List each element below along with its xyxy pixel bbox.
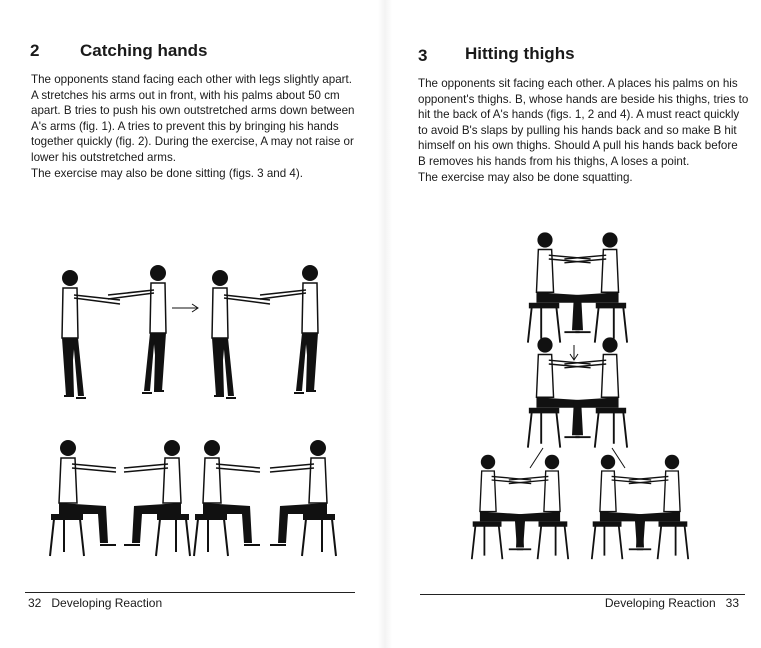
page-number: 32: [28, 596, 42, 610]
section-paragraph: The opponents sit facing each other. A p…: [418, 76, 758, 185]
text-line: The exercise may also be done squatting.: [418, 170, 633, 184]
page-footer: 32 Developing Reaction: [28, 596, 162, 610]
section-title: Hitting thighs: [465, 44, 575, 63]
page-footer: Developing Reaction 33: [605, 596, 739, 610]
text-line: The exercise may also be done sitting (f…: [31, 166, 303, 180]
arrow-icon: [172, 303, 199, 313]
text-line: together quickly (fig. 2). During the ex…: [31, 135, 354, 149]
figure-4-seated-pair: [590, 453, 690, 561]
running-title: Developing Reaction: [604, 596, 716, 610]
text-line: opponent's thighs. B, whose hands are be…: [418, 92, 749, 106]
section-number: 2: [30, 41, 40, 60]
figure-4-seated-pair: [193, 439, 337, 557]
figure-1-seated-pair: [526, 231, 629, 344]
running-title: Developing Reaction: [51, 596, 163, 610]
section-paragraph: The opponents stand facing each other wi…: [31, 72, 366, 181]
arrow-icon: [569, 345, 579, 361]
text-line: The opponents stand facing each other wi…: [31, 73, 352, 86]
figure-3-seated-pair: [49, 439, 191, 557]
text-line: B removes his hands from his thighs, A l…: [418, 154, 690, 168]
text-line: apart. B tries to push his own outstretc…: [31, 104, 355, 118]
text-line: to avoid B's slaps by pulling his hands …: [418, 123, 737, 137]
text-line: The opponents sit facing each other. A p…: [418, 77, 738, 90]
book-gutter: [378, 0, 392, 648]
text-line: A stretches his arms out in front, with …: [31, 88, 340, 102]
section-number: 3: [418, 46, 428, 65]
figure-3-seated-pair: [470, 453, 570, 561]
text-line: hit the back of A's hands (figs. 1, 2 an…: [418, 108, 740, 122]
footer-rule: [420, 594, 745, 595]
text-line: A's arms (fig. 1). A tries to prevent th…: [31, 119, 339, 133]
footer-rule: [25, 592, 355, 593]
text-line: himself on his own thighs. Should A pull…: [418, 139, 738, 153]
figure-1-standing-pair: [61, 264, 167, 399]
arrow-icon: [529, 447, 626, 469]
figure-2-standing-pair: [211, 264, 319, 399]
text-line: lower his outstretched arms.: [31, 150, 176, 164]
page-number: 33: [725, 596, 739, 610]
section-title: Catching hands: [80, 41, 208, 60]
